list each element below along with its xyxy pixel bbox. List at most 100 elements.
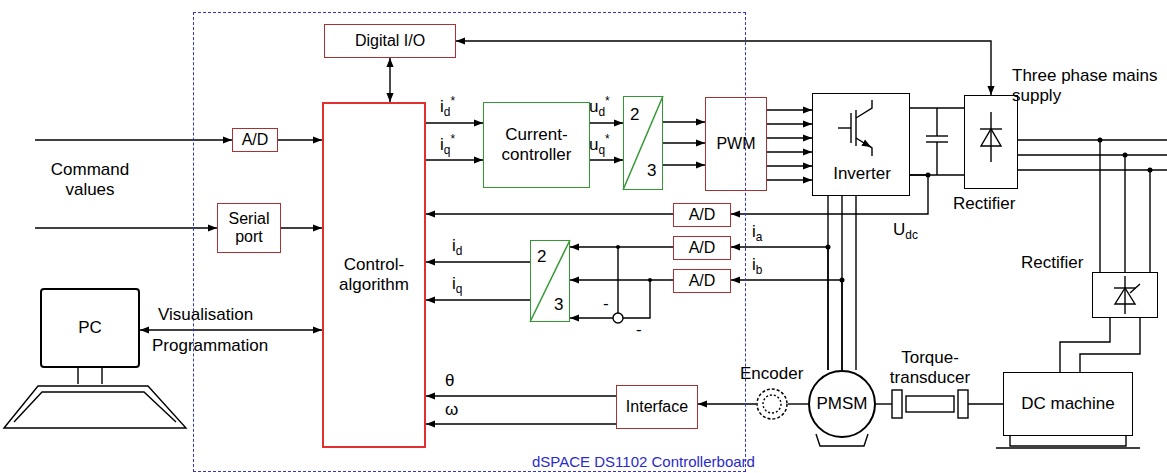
encoder-outline xyxy=(756,388,788,420)
node-label: A/D xyxy=(242,131,269,149)
connector xyxy=(767,123,812,124)
pc-keyboard xyxy=(4,368,186,428)
node-label: Current-controller xyxy=(484,125,589,164)
drawing-stroke xyxy=(1148,168,1153,173)
node-label: Digital I/O xyxy=(355,32,425,50)
connector xyxy=(663,121,705,122)
drawing-stroke xyxy=(1010,436,1126,446)
text-part: * xyxy=(450,94,455,108)
junction-dots xyxy=(616,138,1153,283)
connector xyxy=(731,280,842,370)
machine-details xyxy=(763,390,1140,448)
drawing-stroke xyxy=(4,386,186,428)
connector xyxy=(426,423,616,424)
drawing-stroke xyxy=(530,240,570,322)
signal-label: iq xyxy=(452,274,462,294)
drawing-stroke xyxy=(980,128,1002,129)
connector xyxy=(910,107,964,108)
drawing-stroke xyxy=(101,368,102,384)
text-wrap: Current-controller xyxy=(484,103,589,187)
text-wrap: A/D xyxy=(674,204,730,226)
node-label: dSPACE DS1102 Controllerboard xyxy=(532,453,755,470)
drawing-stroke xyxy=(35,227,217,228)
connector xyxy=(426,122,483,123)
connector xyxy=(767,151,812,152)
text-part: q xyxy=(444,143,451,157)
drawing-stroke xyxy=(1124,155,1125,272)
drawing-stroke xyxy=(1114,287,1136,288)
connector xyxy=(426,299,530,300)
drawing-stroke xyxy=(1130,284,1140,293)
pc-monitor: PC xyxy=(40,288,140,368)
connector xyxy=(456,41,991,95)
node-label: PWM xyxy=(716,135,755,153)
connector xyxy=(426,159,483,160)
text-part: i xyxy=(752,255,756,274)
text-wrap: Interface xyxy=(617,386,697,428)
connector xyxy=(590,122,623,123)
signal-label: iq* xyxy=(440,135,455,155)
drawing-stroke xyxy=(816,434,868,446)
drawing-stroke xyxy=(926,135,948,136)
text-wrap: A/D xyxy=(674,237,730,259)
drawing-stroke xyxy=(1099,140,1100,272)
drawing-stroke xyxy=(35,139,232,140)
text-part: u xyxy=(589,135,598,154)
io-box: A/D xyxy=(673,203,731,227)
connector xyxy=(426,261,530,262)
connector xyxy=(281,227,322,228)
signal-label: Visualisation xyxy=(158,305,253,325)
node-label: Rectifier xyxy=(953,194,1015,214)
connector xyxy=(841,196,842,370)
text-wrap: PWM xyxy=(706,98,766,190)
green-box: Current-controller xyxy=(483,102,590,188)
signal-label: uq* xyxy=(589,135,610,155)
drawing-stroke xyxy=(856,100,872,118)
capacitor-symbol xyxy=(926,108,948,175)
drawing-stroke xyxy=(1124,276,1125,314)
connector xyxy=(876,403,892,404)
text-wrap: DC machine xyxy=(1004,373,1132,435)
connector xyxy=(426,395,616,396)
drawing-stroke xyxy=(990,112,991,162)
text-part: i xyxy=(452,236,456,255)
drawing-stroke xyxy=(981,129,1001,146)
text-wrap: PMSM xyxy=(808,370,876,438)
text-part: U xyxy=(893,220,905,239)
io-box: A/D xyxy=(673,269,731,293)
text-part: i xyxy=(440,135,444,154)
text-part: q xyxy=(456,282,463,296)
node-label: 3 xyxy=(554,295,563,315)
drawing-stroke xyxy=(936,142,937,175)
io-box: A/D xyxy=(232,128,278,152)
node-label: PMSM xyxy=(817,394,868,414)
drawing-stroke xyxy=(958,390,968,418)
node-label: PC xyxy=(78,318,102,338)
connector xyxy=(910,174,964,175)
signal-label: ud* xyxy=(589,97,610,117)
io-box: Interface xyxy=(616,385,698,429)
text-label: - xyxy=(603,294,609,314)
drawing-stroke xyxy=(1018,139,1167,140)
connector xyxy=(570,246,673,247)
igbt-symbol xyxy=(838,100,872,156)
node-label: A/D xyxy=(689,272,716,290)
connector xyxy=(426,213,673,214)
drawing-stroke xyxy=(1018,169,1167,170)
text-part: * xyxy=(605,132,610,146)
connector xyxy=(855,196,856,370)
drawing-stroke xyxy=(570,317,613,318)
text-wrap: A/D xyxy=(233,129,277,151)
connectors xyxy=(140,41,1140,424)
connector xyxy=(731,175,928,214)
controller-board: Digital I/OA/DSerial portControl-algorit… xyxy=(193,12,746,472)
control-box: Control-algorithm xyxy=(322,102,426,448)
text-part: d xyxy=(456,244,463,258)
node-label: DC machine xyxy=(1021,394,1115,414)
signal-label: ib xyxy=(752,255,762,275)
drawing-stroke xyxy=(14,392,176,422)
connector xyxy=(698,403,756,404)
node-label: A/D xyxy=(689,206,716,224)
text-label: - xyxy=(636,320,642,340)
